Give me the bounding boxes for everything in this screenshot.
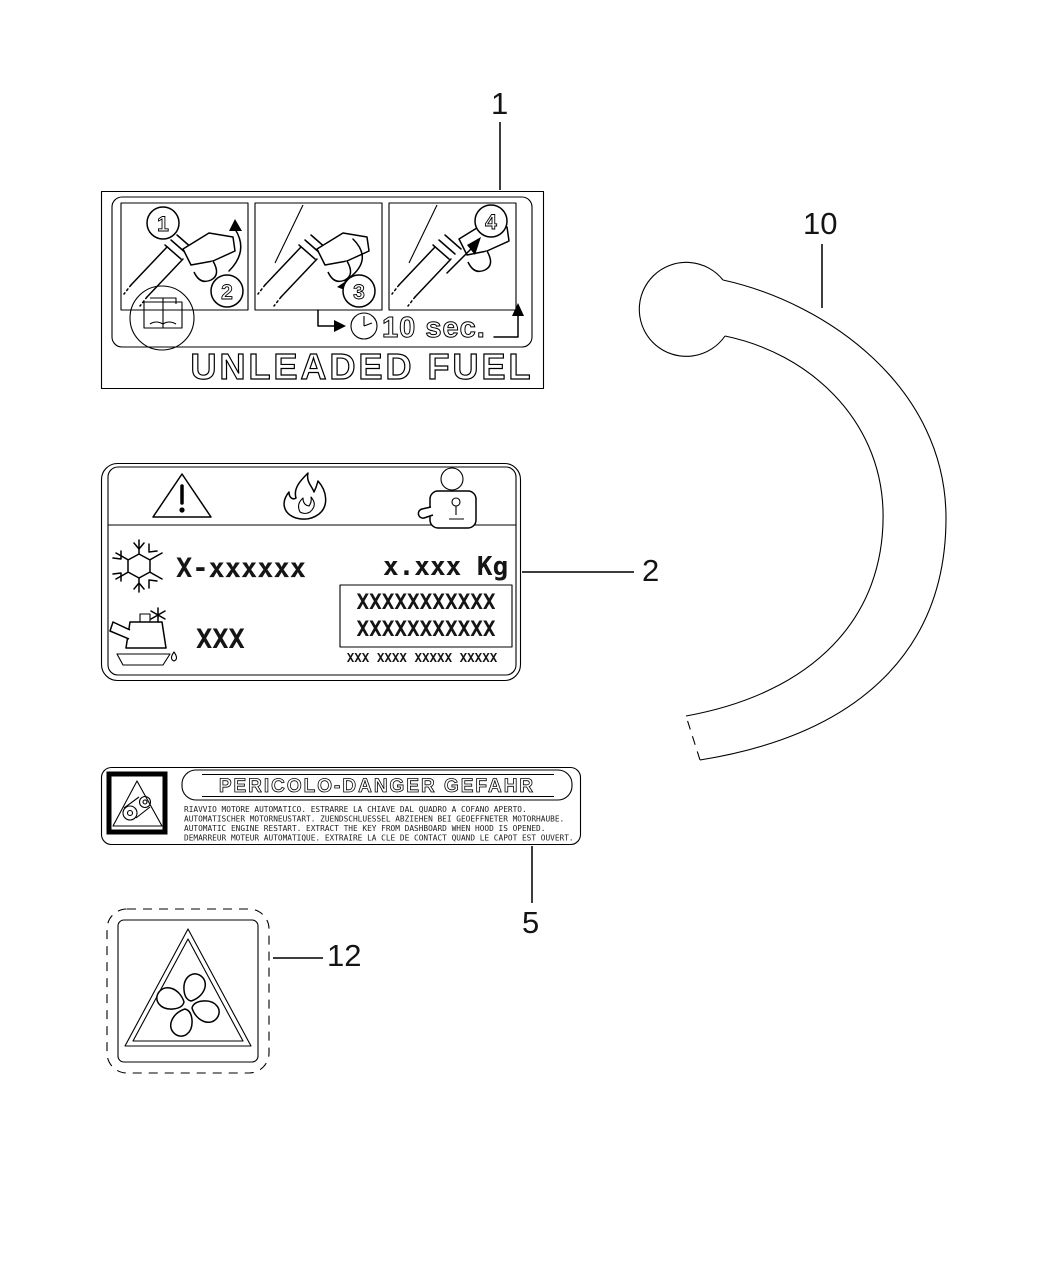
danger-line-it: RIAVVIO MOTORE AUTOMATICO. ESTRARRE LA C… — [184, 805, 527, 814]
fuel-nozzle-icon — [316, 232, 370, 266]
duration-row: 10 sec. — [317, 303, 524, 345]
callout-10-leader — [821, 244, 823, 308]
danger-line-en: AUTOMATIC ENGINE RESTART. EXTRACT THE KE… — [184, 824, 545, 833]
callout-10: 10 — [803, 206, 838, 241]
barcode-box — [339, 584, 513, 648]
small-snowflake-icon — [150, 607, 166, 623]
barcode-line-2: XXXXXXXXXXX — [356, 617, 495, 641]
danger-title: PERICOLO-DANGER GEFAHR — [219, 776, 535, 797]
snowflake-icon — [112, 539, 163, 593]
refuel-step-panel-1: 1 2 — [123, 206, 244, 308]
oil-drop-icon — [170, 651, 178, 662]
refuel-step-panel-3: 4 — [391, 204, 510, 307]
label-inner-border — [111, 196, 533, 348]
barcode-line-1: XXXXXXXXXXX — [356, 590, 495, 614]
refrigerant-code: X-xxxxxx — [176, 553, 306, 584]
step-1-circle — [146, 206, 180, 240]
unleaded-fuel-label: 1 2 3 — [100, 190, 545, 390]
duration-text: 10 sec. — [382, 312, 486, 344]
manual-book-icon — [129, 285, 195, 351]
callout-12-leader — [273, 957, 323, 959]
step-2-circle — [210, 274, 244, 308]
callout-5: 5 — [522, 905, 540, 940]
danger-line-fr: DEMARREUR MOTEUR AUTOMATIQUE. EXTRAIRE L… — [184, 834, 574, 843]
callout-2-leader — [522, 571, 634, 573]
oil-code: XXX — [196, 624, 245, 655]
fan-icon — [156, 973, 220, 1037]
label-outer-dashed-border — [106, 908, 270, 1074]
danger-line-de: AUTOMATISCHER MOTORNEUSTART. ZUENDSCHLUE… — [184, 815, 564, 824]
danger-title-banner: PERICOLO-DANGER GEFAHR — [181, 769, 573, 801]
remove-arrow — [446, 246, 474, 274]
refuel-step-panel-2: 3 — [257, 204, 376, 308]
step-1-number: 1 — [157, 213, 169, 236]
step-2-number: 2 — [221, 281, 233, 304]
technician-icon — [417, 467, 477, 529]
step-3-circle — [342, 274, 376, 308]
fan-warning-label — [106, 908, 270, 1074]
flame-icon — [283, 472, 327, 520]
insert-arrow — [228, 228, 242, 272]
belt-pulley-warning-icon — [106, 771, 168, 835]
callout-2: 2 — [642, 553, 660, 588]
arrow-right-icon — [334, 320, 346, 332]
label-outer-border — [100, 190, 545, 390]
callout-1: 1 — [491, 86, 509, 121]
ac-refrigerant-label: X-xxxxxx x.xxx Kg XXXXXXXXXXX XXXXXXXXXX… — [100, 462, 522, 682]
fuel-nozzle-icon — [182, 232, 236, 266]
hose-ball-end — [638, 261, 726, 357]
danger-label: PERICOLO-DANGER GEFAHR RIAVVIO MOTORE AU… — [100, 766, 582, 846]
part-code: XXX XXXX XXXXX XXXXX — [347, 650, 498, 665]
oil-can-icon — [109, 607, 178, 666]
step-4-circle — [474, 204, 508, 238]
callout-5-leader — [531, 846, 533, 903]
hose-part — [638, 261, 947, 761]
step-4-number: 4 — [485, 211, 497, 234]
clock-icon — [350, 312, 378, 340]
step-3-number: 3 — [353, 281, 365, 304]
warning-triangle-icon — [124, 928, 252, 1047]
hose-cut-end — [685, 715, 701, 761]
warning-triangle-icon — [152, 473, 212, 518]
callout-12: 12 — [327, 938, 362, 973]
charge-weight: x.xxx Kg — [383, 552, 508, 582]
unleaded-fuel-title: UNLEADED FUEL — [191, 346, 534, 387]
arrow-up-icon — [512, 303, 524, 316]
callout-1-leader — [499, 122, 501, 190]
